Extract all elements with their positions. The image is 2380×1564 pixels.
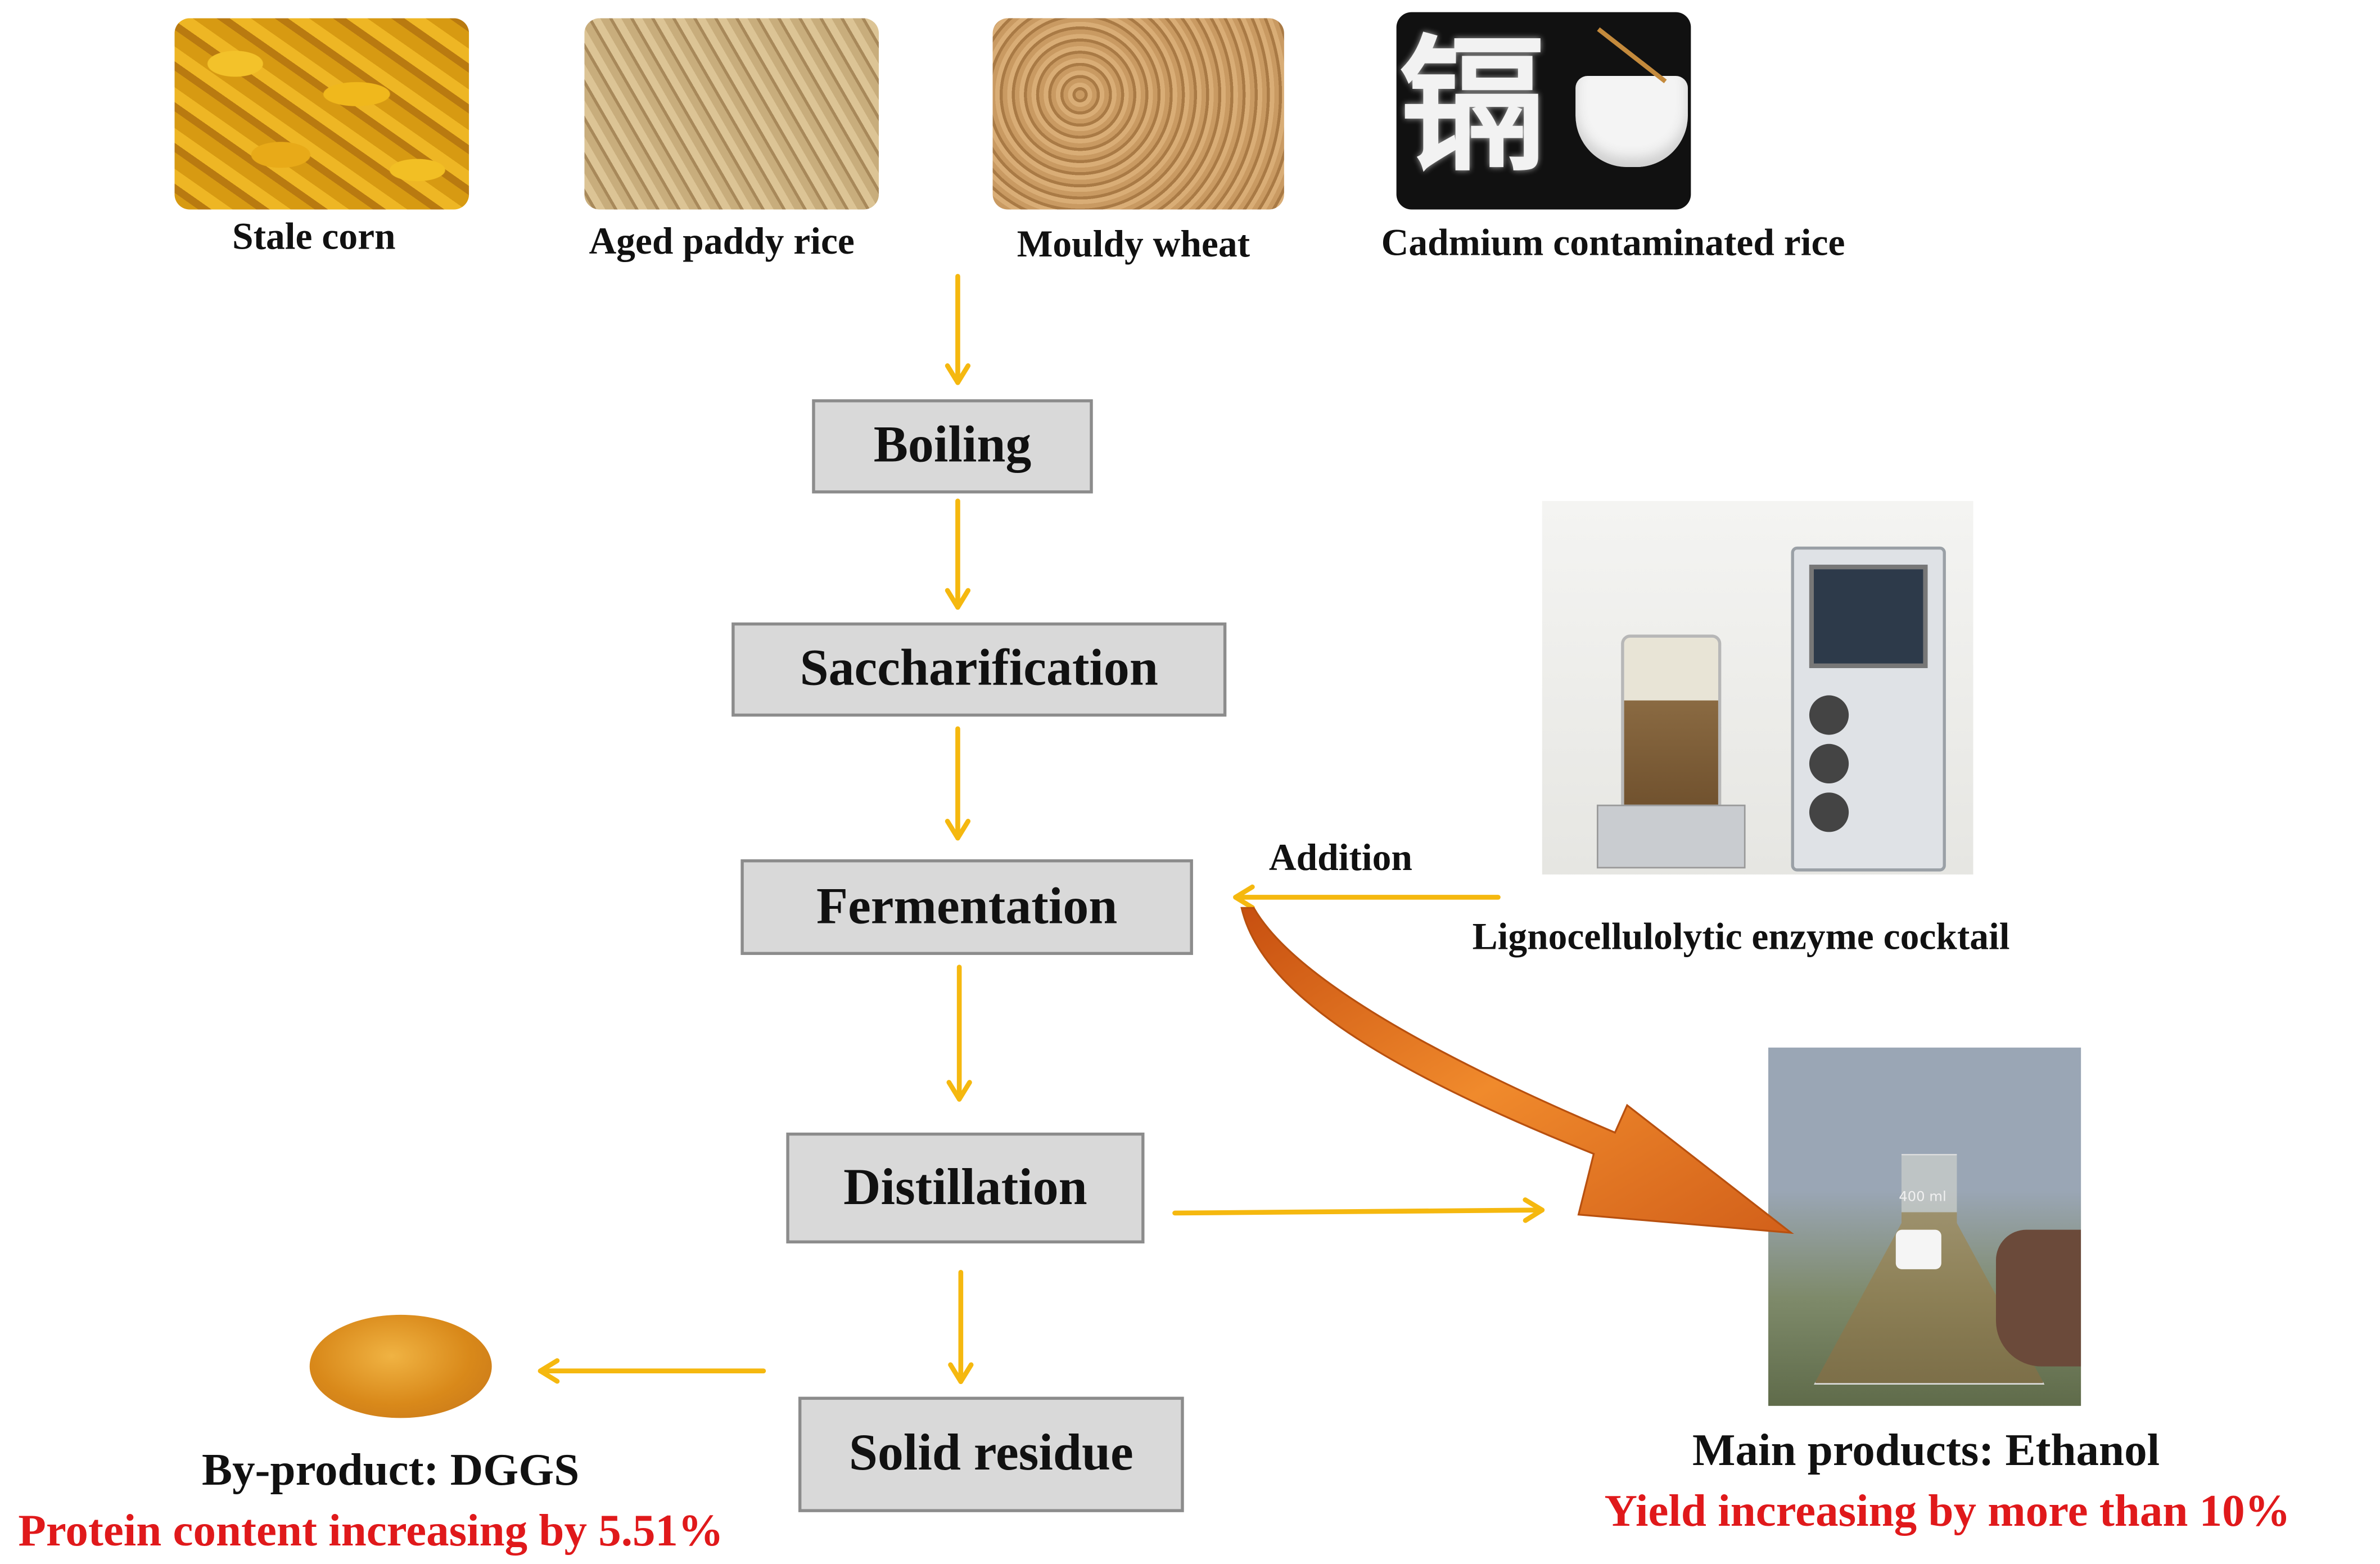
bioreactor-photo: [1542, 501, 1973, 875]
arrow-distillation-to-ethanol: [1172, 1207, 1545, 1216]
flask-volume-mark: 400 ml: [1899, 1190, 1947, 1206]
addition-label: Addition: [1268, 838, 1412, 880]
grain-label: Cadmium contaminated rice: [1381, 223, 1845, 264]
reactor-vessel: [1621, 634, 1722, 820]
cadmium-rice-photo: 镉: [1396, 12, 1691, 210]
stale-corn-photo: [174, 18, 469, 210]
pump-head: [1809, 743, 1849, 783]
rice-bowl-icon: [1575, 75, 1688, 167]
step-distillation: Distillation: [786, 1132, 1145, 1243]
enzyme-caption: Lignocellulolytic enzyme cocktail: [1472, 917, 2010, 958]
arrow-fermentation-to-distillation-head: [946, 1080, 972, 1102]
by-product-title: By-product: DGGS: [202, 1445, 580, 1496]
arrow-enzyme-addition-head: [1233, 884, 1255, 911]
arrow-boiling-to-saccharification-head: [945, 588, 971, 610]
hand: [1995, 1229, 2081, 1367]
step-label: Boiling: [873, 417, 1032, 474]
arrow-saccharification-to-fermentation-head: [945, 818, 971, 841]
grain-label: Mouldy wheat: [1017, 224, 1250, 266]
step-label: Saccharification: [800, 641, 1158, 697]
reactor-base: [1596, 804, 1746, 869]
step-fermentation: Fermentation: [740, 859, 1193, 955]
arrow-residue-to-ddgs-head: [538, 1358, 560, 1384]
main-product-title: Main products: Ethanol: [1692, 1425, 2160, 1476]
mouldy-wheat-photo: [992, 18, 1284, 210]
step-label: Fermentation: [816, 878, 1118, 935]
big-orange-arrow: [1240, 907, 1794, 1234]
pump-head: [1809, 792, 1849, 832]
step-label: Solid residue: [848, 1425, 1133, 1482]
ddgs-pile-photo: [309, 1314, 492, 1418]
by-product-note: Protein content increasing by 5.51%: [18, 1506, 724, 1557]
arrow-grains-to-boiling-head: [945, 363, 971, 385]
step-saccharification: Saccharification: [731, 622, 1227, 717]
step-label: Distillation: [843, 1159, 1087, 1216]
step-boiling: Boiling: [812, 399, 1093, 494]
arrow-distillation-to-ethanol-head: [1523, 1197, 1545, 1223]
step-solid-residue: Solid residue: [798, 1396, 1184, 1512]
cadmium-character: 镉: [1399, 21, 1546, 192]
pump-head: [1809, 695, 1849, 735]
ethanol-flask-photo: 400 ml: [1768, 1047, 2081, 1406]
aged-paddy-rice-photo: [584, 18, 879, 210]
arrow-distillation-to-residue-head: [948, 1362, 974, 1384]
flask-label-patch: [1895, 1229, 1941, 1269]
grain-label: Stale corn: [232, 217, 396, 258]
controller-screen: [1809, 565, 1928, 668]
main-product-note: Yield increasing by more than 10%: [1604, 1486, 2291, 1536]
grain-label: Aged paddy rice: [589, 222, 855, 263]
